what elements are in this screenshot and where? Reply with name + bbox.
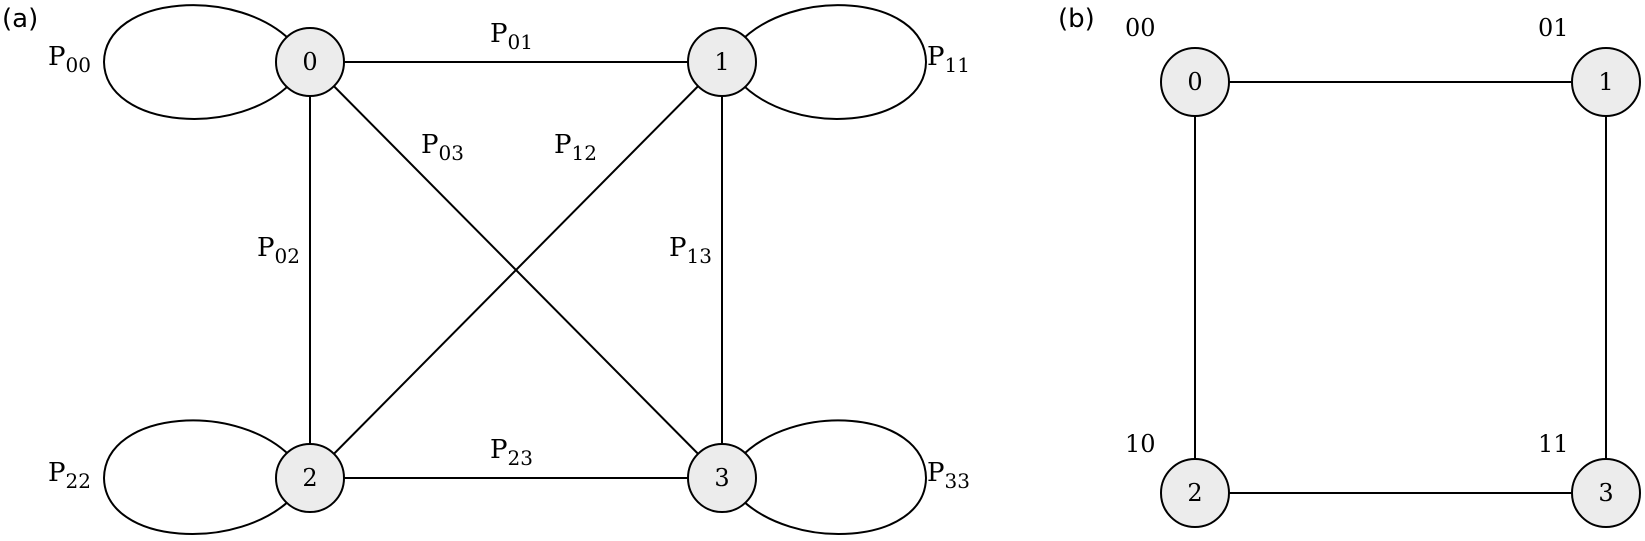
loop-label-p22: P22 bbox=[48, 458, 91, 493]
panel-a-label: (a) bbox=[2, 4, 38, 34]
loop-1 bbox=[737, 4, 928, 120]
node-b-1-label: 1 bbox=[1598, 68, 1613, 96]
loop-0 bbox=[102, 4, 295, 120]
panel-b: (b) 00 01 10 11 0 1 2 3 bbox=[1058, 4, 1641, 528]
panel-a: (a) 0 1 2 3 P01 P02 P0 bbox=[2, 4, 970, 535]
edge-label-p02: P02 bbox=[257, 233, 300, 268]
code-label-00: 00 bbox=[1125, 14, 1156, 42]
node-b-2-label: 2 bbox=[1187, 479, 1202, 507]
panel-b-label: (b) bbox=[1058, 4, 1095, 34]
node-1: 1 bbox=[687, 27, 757, 97]
node-3: 3 bbox=[687, 443, 757, 513]
loop-label-p33: P33 bbox=[927, 458, 970, 493]
edge-label-p03: P03 bbox=[421, 130, 464, 165]
edge-label-p12: P12 bbox=[554, 130, 597, 165]
edge-label-p01: P01 bbox=[490, 19, 533, 54]
node-b-3: 3 bbox=[1571, 458, 1641, 528]
code-label-11: 11 bbox=[1538, 430, 1569, 458]
node-0: 0 bbox=[275, 27, 345, 97]
node-1-label: 1 bbox=[714, 48, 729, 76]
loop-3 bbox=[737, 419, 928, 535]
node-0-label: 0 bbox=[302, 48, 317, 76]
loop-label-p00: P00 bbox=[48, 42, 91, 77]
node-b-0-label: 0 bbox=[1187, 68, 1202, 96]
loop-label-p11: P11 bbox=[927, 42, 970, 77]
code-label-01: 01 bbox=[1538, 14, 1569, 42]
node-b-3-label: 3 bbox=[1598, 479, 1613, 507]
node-3-label: 3 bbox=[714, 464, 729, 492]
edge-label-p13: P13 bbox=[669, 233, 712, 268]
node-b-1: 1 bbox=[1571, 47, 1641, 117]
node-b-2: 2 bbox=[1160, 458, 1230, 528]
node-2: 2 bbox=[275, 443, 345, 513]
loop-2 bbox=[102, 419, 295, 535]
node-b-0: 0 bbox=[1160, 47, 1230, 117]
edge-label-p23: P23 bbox=[490, 435, 533, 470]
edge-1-2 bbox=[309, 61, 723, 479]
node-2-label: 2 bbox=[302, 464, 317, 492]
code-label-10: 10 bbox=[1125, 430, 1156, 458]
